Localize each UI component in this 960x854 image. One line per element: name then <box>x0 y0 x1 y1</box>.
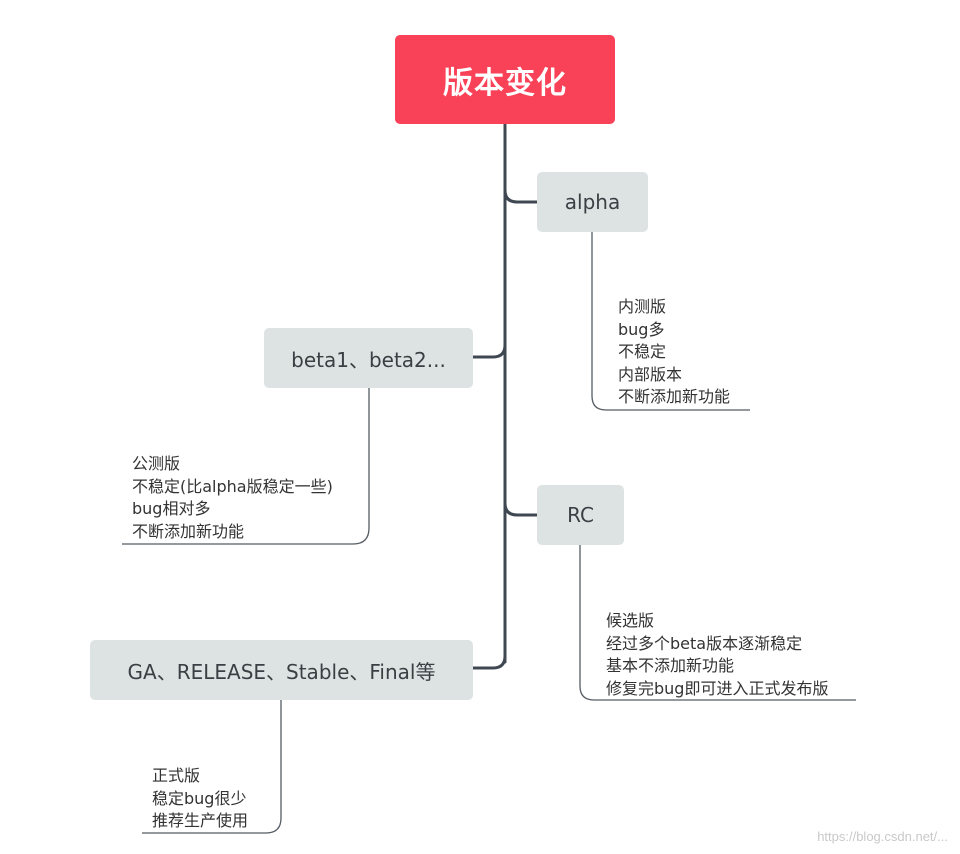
node-alpha-label: alpha <box>564 190 621 214</box>
note-beta: 公测版 不稳定(比alpha版稳定一些) bug相对多 不断添加新功能 <box>132 453 333 543</box>
note-line-beta <box>122 388 370 545</box>
note-beta-line-1: 公测版 <box>132 454 181 473</box>
node-ga[interactable]: GA、RELEASE、Stable、Final等 <box>90 640 473 700</box>
note-rc-line-2: 经过多个beta版本逐渐稳定 <box>606 633 803 653</box>
note-line-ga <box>142 700 282 834</box>
node-rc[interactable]: RC <box>537 485 624 545</box>
note-beta-line-3: bug相对多 <box>132 499 211 518</box>
branch-ga <box>471 654 507 670</box>
note-rc-line-3: 基本不添加新功能 <box>606 656 735 675</box>
node-rc-label: RC <box>567 503 594 527</box>
branch-beta <box>471 343 507 359</box>
note-ga-line-3: 推荐生产使用 <box>152 811 249 830</box>
note-line-rc <box>579 545 856 701</box>
note-ga: 正式版 稳定bug很少 推荐生产使用 <box>152 765 248 833</box>
root-node[interactable]: 版本变化 <box>395 35 615 124</box>
note-ga-line-1: 正式版 <box>152 766 201 785</box>
note-alpha-line-1: 内测版 <box>618 297 667 316</box>
note-alpha: 内测版 bug多 不稳定 内部版本 不断添加新功能 <box>618 296 730 409</box>
note-beta-line-4: 不断添加新功能 <box>132 521 245 541</box>
note-rc-line-4: 修复完bug即可进入正式发布版 <box>606 678 829 698</box>
node-beta[interactable]: beta1、beta2... <box>264 328 473 388</box>
note-alpha-line-5: 不断添加新功能 <box>618 387 731 406</box>
note-beta-line-2: 不稳定(比alpha版稳定一些) <box>132 476 333 496</box>
root-label: 版本变化 <box>443 65 567 101</box>
watermark: https://blog.csdn.net/... <box>817 829 948 844</box>
branch-rc <box>503 501 539 517</box>
note-rc-line-1: 候选版 <box>606 611 655 630</box>
node-ga-label: GA、RELEASE、Stable、Final等 <box>127 659 436 684</box>
note-alpha-line-4: 内部版本 <box>618 364 683 384</box>
branch-alpha <box>503 188 539 204</box>
note-rc: 候选版 经过多个beta版本逐渐稳定 基本不添加新功能 修复完bug即可进入正式… <box>606 610 828 700</box>
note-ga-line-2: 稳定bug很少 <box>152 788 247 808</box>
node-alpha[interactable]: alpha <box>537 172 648 232</box>
note-alpha-line-3: 不稳定 <box>618 342 667 361</box>
note-line-alpha <box>591 232 750 411</box>
note-alpha-line-2: bug多 <box>618 319 665 339</box>
node-beta-label: beta1、beta2... <box>291 347 446 372</box>
